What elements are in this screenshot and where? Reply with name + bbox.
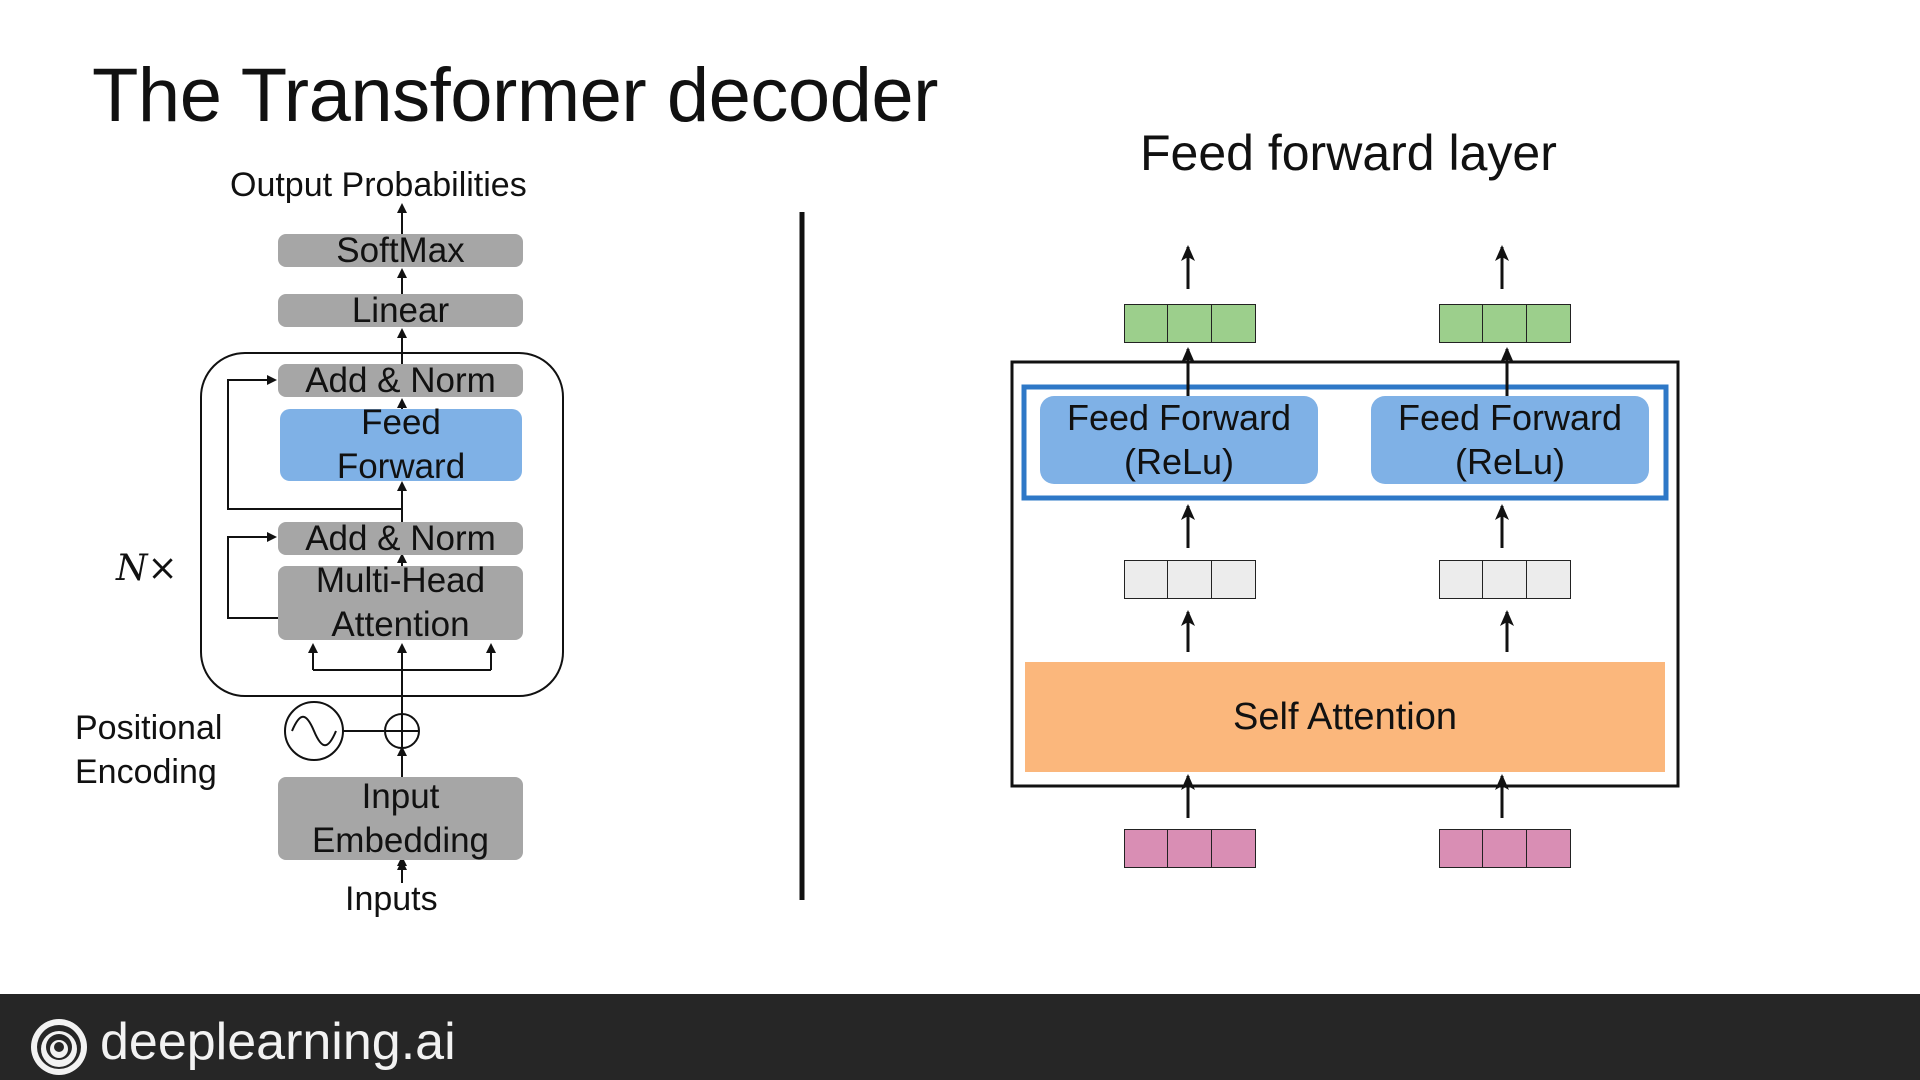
add-norm-top-block: Add & Norm [278,361,523,400]
input-vector-right [1438,829,1571,868]
positional-line2: Encoding [75,753,217,791]
vector-cell [1167,560,1212,599]
embedding-line1: Input [361,776,440,816]
softmax-block: SoftMax [278,231,523,270]
embedding-line2: Embedding [311,820,490,860]
vector-cell [1482,304,1527,343]
layer-outline [1010,360,1680,788]
ff-right-line1: Feed Forward [1397,397,1623,438]
hidden-vector-left [1123,560,1256,599]
linear-block: Linear [278,291,523,330]
vector-cell [1210,829,1256,868]
hidden-vector-right [1438,560,1571,599]
vector-cell [1525,829,1571,868]
feed-forward-relu-left: Feed Forward (ReLu) [1040,396,1318,484]
deeplearning-logo-icon [31,1019,87,1075]
vector-cell [1482,560,1527,599]
slide-title: The Transformer decoder [92,53,939,138]
feed-forward-block: Feed Forward [280,403,522,486]
feed-forward-line2: Forward [336,447,466,486]
panel-title: Feed forward layer [1140,125,1557,181]
output-probabilities-label: Output Probabilities [230,166,527,204]
brand-name: deeplearning.ai [100,1013,456,1071]
input-vector-left [1123,829,1256,868]
ff-left-line2: (ReLu) [1123,441,1235,482]
vector-cell [1525,304,1571,343]
attention-line1: Multi-Head [315,561,486,600]
output-vector-right [1438,304,1571,343]
vector-cell [1210,304,1256,343]
attention-line2: Attention [331,605,470,644]
vector-cell [1123,304,1169,343]
add-norm-bottom-block: Add & Norm [278,519,523,558]
vector-cell [1210,560,1256,599]
vector-cell [1438,304,1484,343]
vector-cell [1482,829,1527,868]
ff-left-line1: Feed Forward [1066,397,1292,438]
vector-cell [1167,304,1212,343]
decoder-block-outline [200,352,564,697]
vector-cell [1438,829,1484,868]
vector-cell [1167,829,1212,868]
self-attention-block: Self Attention [1025,662,1665,772]
multi-head-attention-block: Multi-Head Attention [278,561,523,644]
ff-right-line2: (ReLu) [1454,441,1566,482]
feed-forward-relu-right: Feed Forward (ReLu) [1371,396,1649,484]
feed-forward-line1: Feed [361,403,441,442]
feed-forward-highlight [1021,384,1669,501]
inputs-label: Inputs [345,880,438,918]
footer-bar [0,994,1920,1080]
vector-cell [1438,560,1484,599]
repeat-n-label: N× [116,548,178,589]
output-vector-left [1123,304,1256,343]
vector-cell [1525,560,1571,599]
positional-line1: Positional [75,709,223,747]
vector-cell [1123,829,1169,868]
vector-cell [1123,560,1169,599]
input-embedding-block: Input Embedding [278,777,523,860]
positional-encoding-label: Positional Encoding [75,706,222,794]
